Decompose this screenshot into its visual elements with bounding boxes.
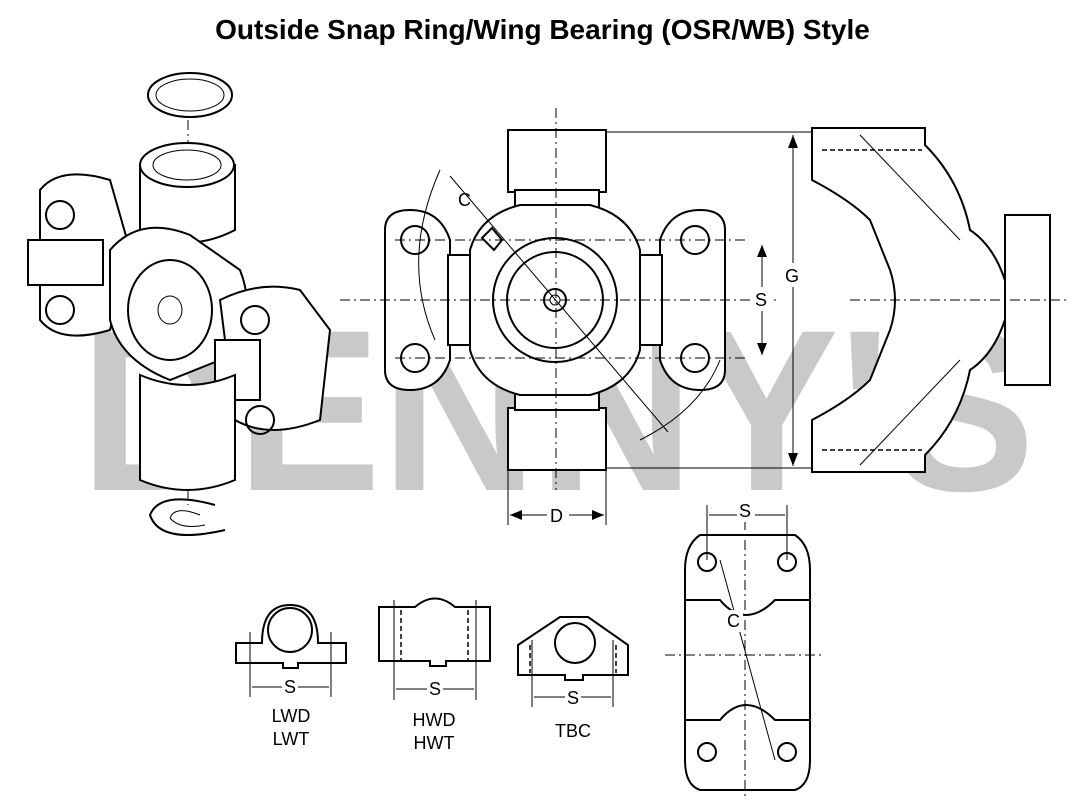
dim-s-label: S (567, 688, 579, 708)
style-label: HWT (414, 733, 455, 753)
dim-c-label: C (727, 611, 740, 631)
cross-front-view: C S G D (340, 108, 830, 528)
dim-c-label: C (458, 190, 471, 210)
dim-s-label: S (755, 290, 767, 310)
style-label: TBC (555, 721, 591, 741)
style-label: HWD (413, 710, 456, 730)
exploded-ujoint-view (27, 72, 332, 536)
style-label: LWD (272, 706, 311, 726)
bearing-tbc: S TBC (517, 616, 629, 741)
bearing-hwd: S HWD HWT (378, 597, 491, 753)
dim-d-label: D (550, 506, 563, 526)
dim-s-label: S (284, 677, 296, 697)
yoke-side-view (811, 127, 1070, 473)
bearing-lwd: S LWD LWT (235, 603, 347, 749)
snap-ring-top (147, 72, 233, 118)
dim-s-label: S (739, 501, 751, 521)
dim-s-label: S (429, 679, 441, 699)
strap-plate-view: S C (665, 500, 825, 800)
style-label: LWT (273, 729, 310, 749)
diagram-title: Outside Snap Ring/Wing Bearing (OSR/WB) … (215, 14, 870, 45)
dim-g-label: G (785, 266, 799, 286)
